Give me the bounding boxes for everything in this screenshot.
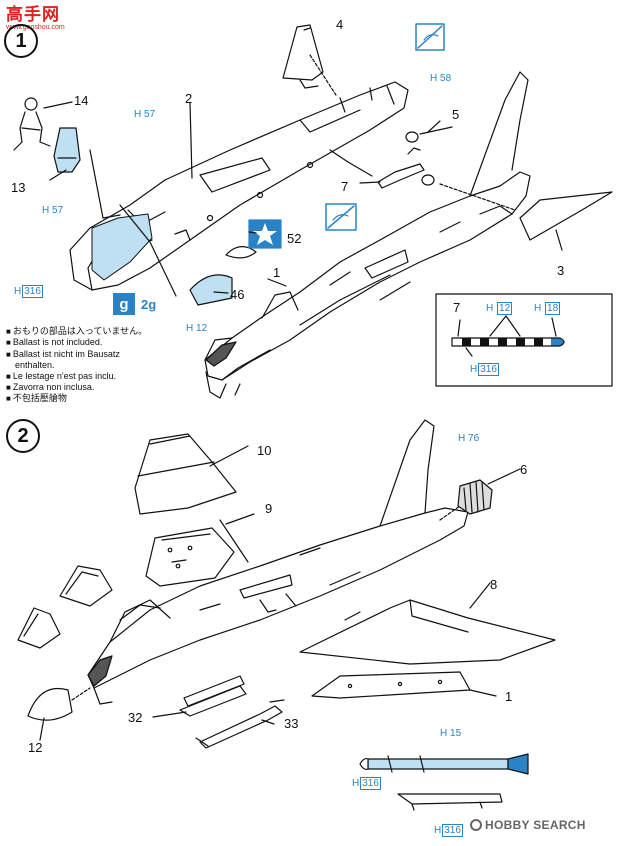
callout-part-1-step-2: 1: [505, 689, 513, 704]
callout-part-3: 3: [557, 263, 565, 278]
wing-part-8: [299, 599, 556, 665]
hobby-search-logo-icon: [470, 819, 482, 831]
callout-part-2: 2: [185, 91, 193, 106]
callout-part-52: 52: [287, 231, 302, 246]
stabilizer-part-3: [519, 191, 613, 241]
fin-part-4: [282, 24, 324, 81]
fin-guide-arrow: [309, 54, 337, 96]
step-1-marker: 1: [4, 24, 38, 58]
fuselage-assembled-part-1: [204, 71, 531, 399]
cockpit-color-area: [91, 213, 153, 281]
callout-part-4: 4: [336, 17, 344, 32]
pylon-detail-box: [435, 293, 613, 387]
color-ref-h76: H 76: [458, 433, 480, 444]
callout-part-1: 1: [273, 265, 281, 280]
rod-guide-line: [329, 149, 373, 177]
flap-part-9: [145, 527, 235, 587]
launch-rail-part: [397, 793, 503, 805]
ballast-note-fr: Le lestage n'est pas inclu.: [6, 371, 147, 382]
watermark-logo: 高手网 www.gaoshou.com: [6, 6, 65, 31]
canopy-part: [225, 246, 257, 259]
rod-part-7-upper: [407, 147, 421, 155]
nose-cone-part-12: [27, 688, 73, 721]
wing-fold-part-10: [134, 433, 237, 515]
ballast-note-zh: 不包括壓艙物: [6, 393, 147, 404]
flap-guide-line: [219, 519, 249, 563]
color-ref-h18: H 18: [534, 302, 561, 315]
exhaust-nozzle-part-6: [439, 479, 493, 521]
color-ref-h15: H 15: [440, 728, 462, 739]
callout-part-5: 5: [452, 107, 460, 122]
callout-part-14: 14: [74, 93, 89, 108]
pilot-figure-part-14: [13, 97, 51, 151]
lower-wing-part-1: [311, 671, 471, 699]
pylon-rod-detail: [451, 315, 565, 357]
fuselage-half-part-2: [69, 81, 409, 291]
pylon-part-32: [179, 685, 247, 717]
intake-shading: [205, 341, 237, 367]
callout-part-8: 8: [490, 577, 498, 592]
color-ref-h12-detail: H 12: [486, 302, 513, 315]
no-glue-icon: [415, 23, 445, 51]
weight-value: 2g: [141, 297, 157, 312]
watermark-brand: 高手网: [6, 5, 60, 24]
callout-part-32: 32: [128, 710, 143, 725]
callout-part-7-detail: 7: [453, 300, 461, 315]
step-2-marker: 2: [6, 419, 40, 453]
windscreen-part-46: [189, 274, 233, 306]
watermark-url: www.gaoshou.com: [6, 24, 65, 31]
callout-part-33: 33: [284, 716, 299, 731]
ballast-note-de-cont: enthalten.: [15, 360, 55, 371]
color-ref-h58: H 58: [430, 73, 452, 84]
callout-part-12: 12: [28, 740, 43, 755]
ballast-notes: おもりの部品は入っていません。 Ballast is not included.…: [6, 326, 147, 405]
ejection-seat-part-13: [53, 127, 81, 173]
intake-shading-step-2: [87, 655, 113, 687]
callout-part-9: 9: [265, 501, 273, 516]
color-ref-h57-seat: H 57: [42, 205, 64, 216]
sidewinder-missile-detail: [359, 753, 529, 775]
aircraft-assembled-step-2: [87, 419, 469, 705]
bushing-part-5-b: [421, 174, 435, 186]
ballast-note-it: Zavorra non inclusa.: [6, 382, 147, 393]
callout-part-7: 7: [341, 179, 349, 194]
color-ref-h57: H 57: [134, 109, 156, 120]
callout-part-13: 13: [11, 180, 26, 195]
callout-part-46: 46: [230, 287, 245, 302]
ballast-note-ja: おもりの部品は入っていません。: [6, 326, 147, 337]
no-glue-icon: [325, 203, 357, 231]
weight-icon: g: [113, 293, 135, 315]
fin-tab: [299, 79, 319, 89]
stabilizer-guide-line: [439, 183, 516, 211]
ballast-note-en: Ballast is not included.: [6, 337, 147, 348]
callout-part-10: 10: [257, 443, 272, 458]
windscreen-guide-line: [119, 204, 177, 297]
bushing-part-5-a: [405, 131, 419, 143]
ballast-note-de: Ballast ist nicht im Bausatz: [6, 349, 147, 360]
canopy-step-2: [59, 565, 113, 607]
missile-part-33: [199, 705, 283, 749]
rod-part-7: [377, 163, 425, 189]
windscreen-step-2: [17, 607, 61, 649]
callout-part-6: 6: [520, 462, 528, 477]
color-ref-h12: H 12: [186, 323, 208, 334]
seat-guide-line: [89, 149, 121, 219]
source-watermark: HOBBY SEARCH: [470, 818, 586, 832]
